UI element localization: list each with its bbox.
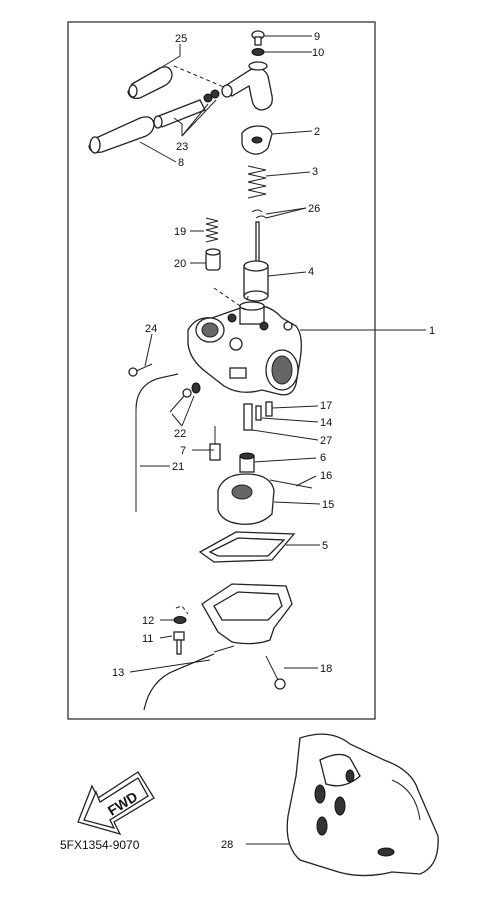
callout-4: 4 — [308, 266, 314, 278]
float-part-15 — [217, 473, 275, 525]
hose-part-8 — [88, 116, 155, 154]
screw-part-20 — [205, 248, 221, 271]
spring-part-19 — [205, 217, 219, 243]
small-parts-17-14-27 — [243, 401, 273, 431]
callout-19: 19 — [174, 226, 186, 238]
jet-part-7 — [209, 426, 221, 461]
cap-part-25 — [127, 66, 173, 100]
washer-part-10 — [251, 48, 265, 56]
screw-part-11 — [173, 631, 185, 655]
gasket-part-5 — [198, 531, 296, 563]
callout-5: 5 — [322, 540, 328, 552]
heat-shield-part-28 — [286, 733, 439, 877]
assembly-frame — [67, 21, 376, 720]
callout-28: 28 — [221, 839, 233, 851]
leader-lines — [129, 35, 426, 845]
callout-27: 27 — [320, 435, 332, 447]
callout-6: 6 — [320, 452, 326, 464]
callout-1: 1 — [429, 325, 435, 337]
callout-12: 12 — [142, 615, 154, 627]
callout-14: 14 — [320, 417, 332, 429]
nozzle-part-6 — [239, 452, 255, 473]
callout-10: 10 — [312, 47, 324, 59]
fwd-arrow-icon: FWD — [77, 771, 155, 836]
throttle-valve-part-4 — [243, 260, 269, 302]
callout-7: 7 — [180, 445, 186, 457]
callout-18: 18 — [320, 663, 332, 675]
screw-part-9 — [251, 30, 265, 46]
callout-21: 21 — [172, 461, 184, 473]
needle-part-26 — [251, 209, 267, 263]
screws-part-22 — [169, 382, 201, 413]
callout-11: 11 — [142, 633, 153, 645]
screw-part-12 — [173, 616, 187, 624]
callout-9: 9 — [314, 31, 320, 43]
part-number-label: 5FX1354-9070 — [60, 838, 140, 852]
callout-15: 15 — [322, 499, 334, 511]
callout-26: 26 — [308, 203, 320, 215]
hose-part-21 — [135, 373, 179, 512]
callout-3: 3 — [312, 166, 318, 178]
callout-22: 22 — [174, 428, 186, 440]
elbow-pipe-part — [221, 61, 273, 111]
drain-hose-part-13 — [143, 645, 235, 711]
callout-13: 13 — [112, 667, 124, 679]
callout-labels: 9 10 25 23 8 2 3 26 19 20 4 24 1 17 14 2… — [112, 31, 435, 851]
callout-23: 23 — [176, 141, 188, 153]
plate-part-2 — [241, 125, 273, 155]
float-bowl-part — [201, 583, 293, 645]
tube-part-23 — [153, 89, 220, 129]
callout-8: 8 — [178, 157, 184, 169]
pin-part-16 — [269, 479, 313, 489]
callout-2: 2 — [314, 126, 320, 138]
callout-25: 25 — [175, 33, 187, 45]
callout-24: 24 — [145, 323, 157, 335]
callout-17: 17 — [320, 400, 332, 412]
screw-part-24 — [128, 363, 153, 377]
carburetor-body-part-1 — [187, 301, 302, 396]
callout-20: 20 — [174, 258, 186, 270]
drain-screw-part-18 — [265, 655, 286, 690]
spring-part-3 — [247, 165, 267, 199]
callout-16: 16 — [320, 470, 332, 482]
